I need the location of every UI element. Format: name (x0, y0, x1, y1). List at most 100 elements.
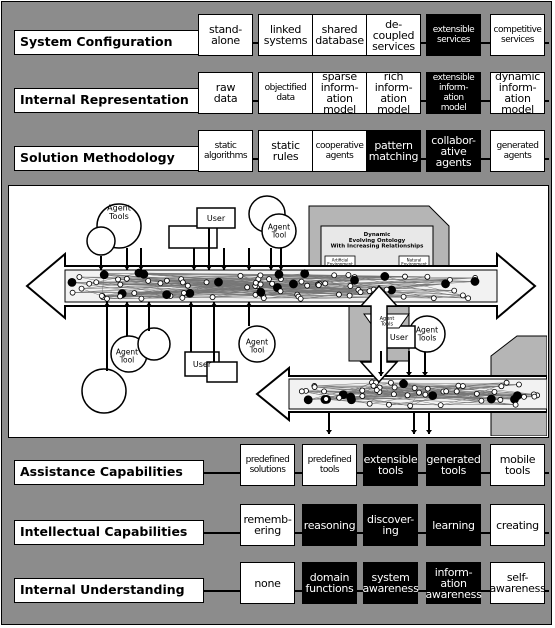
mesh-node (503, 379, 510, 386)
row-label: System Configuration (14, 30, 204, 55)
stage-cell-text: sparse inform- ation model (320, 70, 359, 116)
arrowhead (378, 372, 384, 376)
stage-cell-text: raw data (213, 81, 238, 105)
mesh-node (380, 272, 390, 281)
mesh-node (115, 276, 121, 283)
mesh-node (322, 280, 329, 287)
arrowhead (104, 302, 110, 306)
arrowhead (246, 266, 252, 270)
stage-cell: predefined tools (302, 444, 357, 486)
mesh-node (383, 286, 390, 293)
mesh-node (512, 401, 519, 408)
mesh-link (120, 283, 294, 297)
mesh-node (298, 278, 305, 285)
mesh-node (453, 388, 460, 395)
mesh-node (513, 391, 522, 401)
arrowhead (422, 372, 428, 376)
mesh-node (157, 280, 164, 287)
mesh-node (430, 295, 437, 302)
mesh-node (315, 282, 322, 289)
mesh-link (263, 283, 446, 299)
stage-cell: static algorithms (198, 130, 253, 172)
mesh-node (345, 272, 352, 278)
mesh-node (404, 392, 411, 399)
mesh-node (400, 293, 407, 300)
stage-cell: stand- alone (198, 14, 253, 56)
stage-cell: dynamic inform- ation model (490, 71, 545, 115)
arrowhead (146, 302, 152, 306)
mesh-link (301, 391, 370, 405)
stage-cell: rich inform- ation model (366, 71, 421, 115)
mesh-node (117, 293, 124, 300)
arrowhead (246, 302, 252, 306)
mesh-node (260, 295, 267, 302)
mesh-node (331, 272, 338, 279)
mesh-link (72, 274, 335, 293)
mesh-node (93, 279, 100, 286)
mesh-node (441, 279, 450, 289)
mesh-node (104, 295, 110, 302)
mesh-link (314, 386, 495, 393)
vertical-double-arrow (359, 284, 399, 384)
mesh-node (359, 393, 366, 399)
stage-cell: predefined solutions (240, 444, 295, 486)
row-label: Solution Methodology (14, 146, 204, 171)
stage-cell: generated tools (426, 444, 481, 486)
mesh-node (424, 385, 431, 392)
mesh-node (346, 392, 356, 402)
mesh-node (117, 281, 124, 288)
mesh-node (289, 279, 298, 289)
mesh-node (244, 284, 251, 291)
agent-tool-circle (261, 213, 297, 249)
stage-cell: reasoning (302, 504, 357, 546)
mesh-node (209, 294, 216, 301)
stage-cell: mobile tools (490, 444, 545, 486)
mesh-node (321, 388, 327, 395)
stage-cell-text: static rules (271, 139, 300, 163)
stage-cell-text: discover- ing (367, 513, 414, 537)
mesh-node (402, 273, 408, 280)
stage-cell: linked systems (258, 14, 313, 56)
mesh-node (298, 388, 305, 395)
mesh-node (386, 401, 392, 408)
mesh-node (257, 281, 264, 288)
mesh-node (277, 288, 284, 295)
stage-cell-text: system awareness (362, 571, 419, 595)
stage-cell-text: competitive services (493, 25, 542, 45)
mesh-node (179, 294, 186, 301)
agent-tools-circle (86, 226, 116, 256)
stage-cell-text: extensible services (432, 25, 475, 45)
mesh-node (350, 275, 359, 285)
stage-cell: sparse inform- ation model (312, 70, 367, 116)
stage-cell-text: rememb- ering (243, 513, 292, 537)
mesh-node (78, 285, 85, 292)
arrowhead (211, 302, 217, 306)
user-box (196, 207, 236, 229)
mesh-node (473, 390, 480, 397)
mesh-link (350, 283, 446, 287)
agent-tool-circle (238, 325, 276, 363)
mesh-node (123, 275, 130, 282)
stage-cell-text: pattern matching (368, 139, 419, 163)
mesh-node (391, 384, 398, 391)
mesh-node (76, 274, 83, 280)
mesh-link (433, 295, 463, 299)
mesh-node (516, 381, 522, 388)
upper-information-band (25, 251, 537, 321)
mesh-link (138, 272, 273, 285)
arrowhead (138, 266, 144, 270)
stage-cell: raw data (198, 72, 253, 114)
mesh-node (491, 388, 498, 395)
mesh-node (131, 290, 138, 296)
